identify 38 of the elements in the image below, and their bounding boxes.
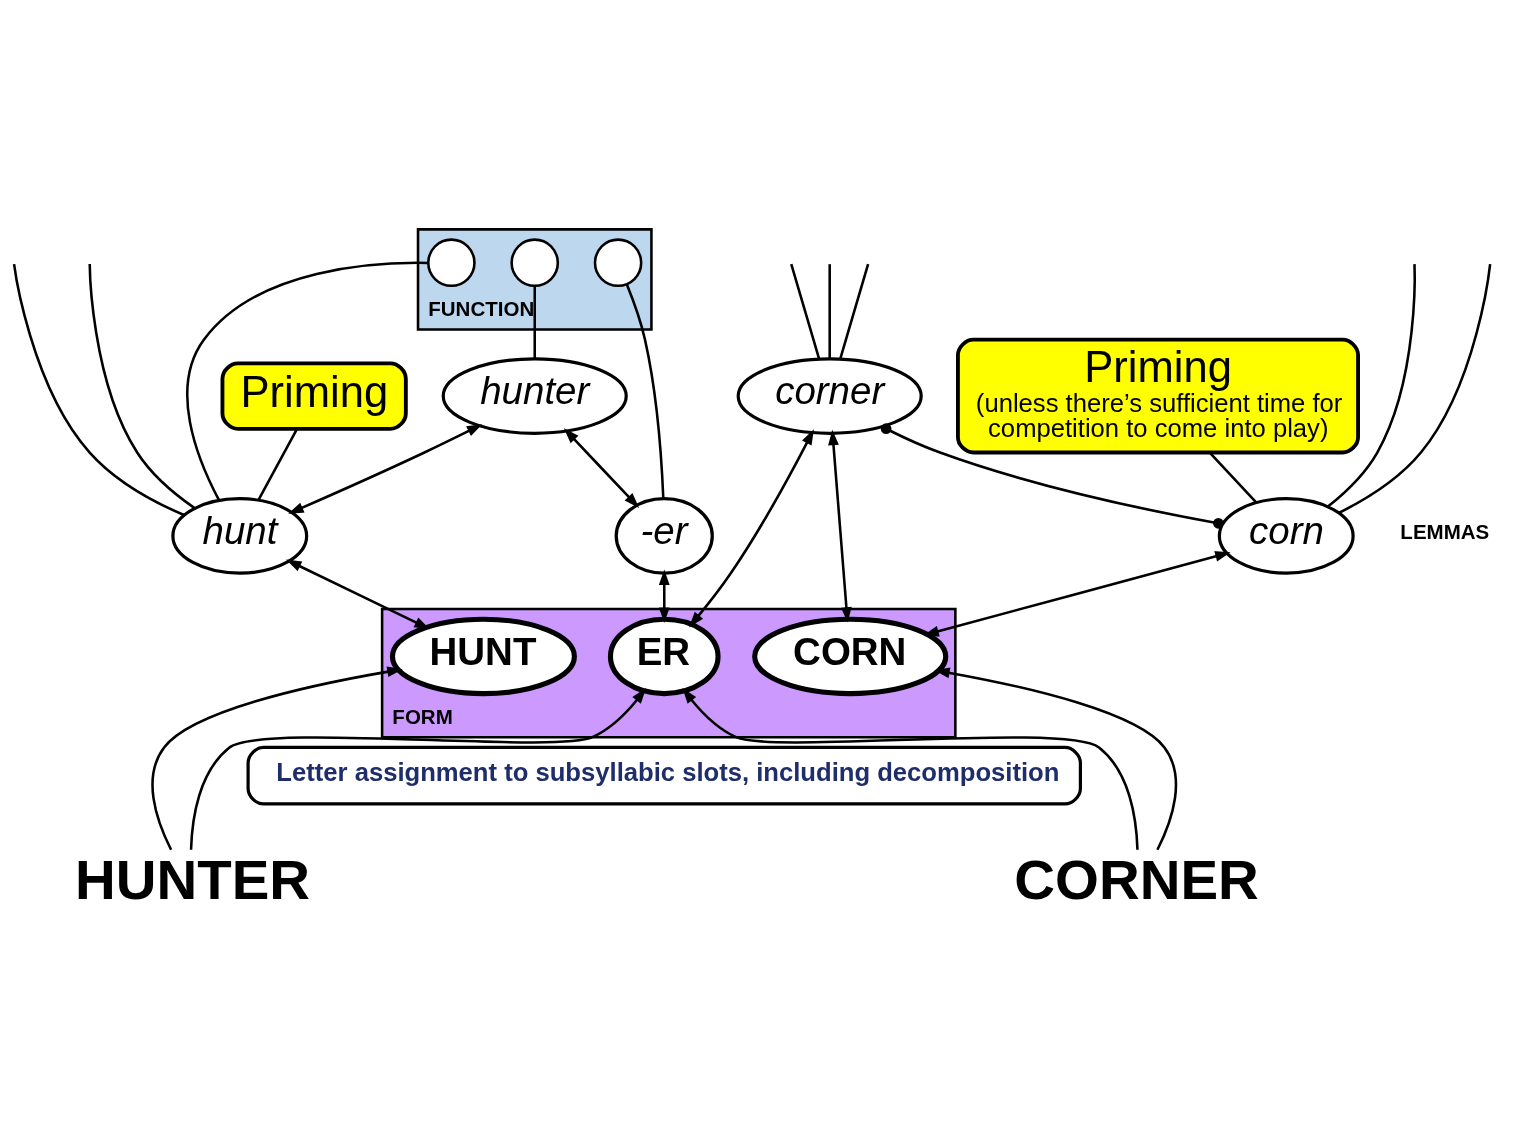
connector [186,261,428,501]
connector [625,283,665,499]
connector [257,428,299,501]
node-circle [510,237,560,287]
node-ellipse: -er [614,496,714,575]
connector [828,263,831,359]
node-ellipse: corn [1217,496,1355,575]
node-circle [593,237,643,287]
arrow [288,423,483,514]
cluster: FUNCTION [416,227,653,331]
connector [1327,263,1416,507]
arrow [286,559,430,629]
arrow [563,427,640,508]
arrow [934,667,1178,850]
node-text: HUNTER [74,847,310,911]
node-box: Priming [220,360,408,431]
connector [838,263,870,359]
node-box: Priming (unless there’s sufficient time for competition to come into play) [956,337,1360,454]
arrow [189,687,647,850]
connector [12,263,185,516]
arrow [682,687,1139,850]
label: LEMMAS [1400,519,1490,543]
arrow [658,569,670,623]
node-text: CORNER [1014,847,1259,911]
node-ellipse: hunt [171,496,309,575]
node-circle [427,237,476,287]
node-ellipse: ER [607,616,721,696]
arrow [689,428,814,627]
connector [88,263,196,509]
connector [1338,263,1492,514]
arrow [828,429,852,623]
arrow [923,550,1231,636]
arrow [151,665,403,850]
connector [1209,451,1258,503]
connector [880,422,1224,529]
connector [533,285,536,359]
node-box: Letter assignment to subsyllabic slots, including decomposition [246,745,1082,805]
connector [790,263,821,359]
